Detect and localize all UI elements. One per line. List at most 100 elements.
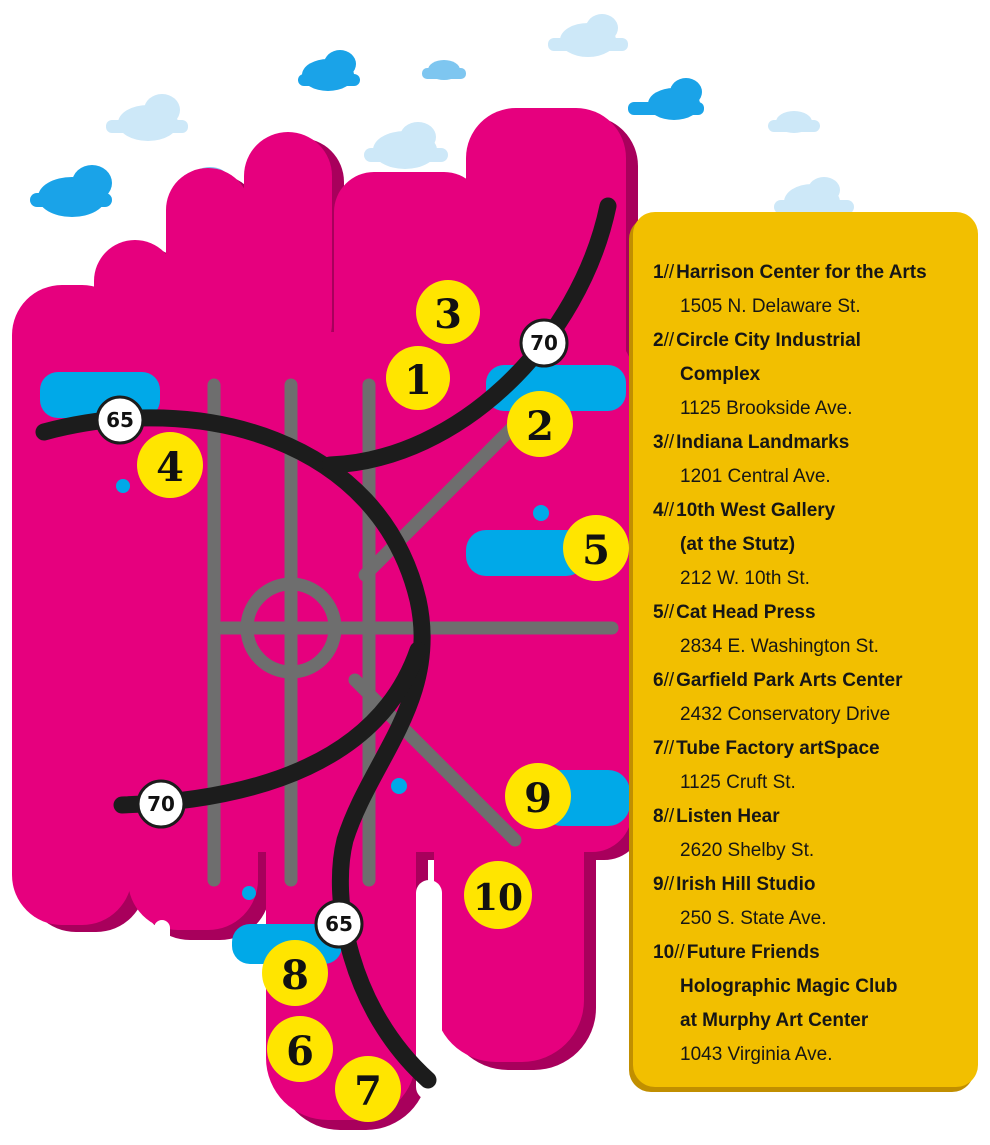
marker-number: 5 bbox=[582, 527, 610, 574]
legend-entry-name: Harrison Center for the Arts bbox=[676, 262, 927, 283]
legend-entry-name: Cat Head Press bbox=[676, 602, 816, 623]
legend-entry-separator: // bbox=[663, 330, 675, 351]
legend-entry[interactable]: 4//10th West Gallery (at the Stutz) 212 W.… bbox=[653, 494, 978, 596]
legend-entry[interactable]: 6//Garfield Park Arts Center 2432 Conserv… bbox=[653, 664, 978, 732]
legend-entry[interactable]: 8//Listen Hear 2620 Shelby St. bbox=[653, 800, 978, 868]
location-marker-6[interactable]: 6 bbox=[267, 1016, 333, 1082]
cloud-icon bbox=[548, 14, 628, 57]
legend-entry-separator: // bbox=[663, 500, 675, 521]
legend-entry-title-cont: Complex bbox=[653, 358, 978, 392]
legend-entry[interactable]: 3//Indiana Landmarks 1201 Central Ave. bbox=[653, 426, 978, 494]
legend-entry-separator: // bbox=[663, 602, 675, 623]
legend-entry-title: 8//Listen Hear bbox=[653, 800, 978, 834]
shield-label: 65 bbox=[106, 408, 134, 432]
legend-entry-address: 250 S. State Ave. bbox=[680, 908, 827, 929]
legend-entry-address: 212 W. 10th St. bbox=[680, 568, 810, 589]
legend-entry-name: Complex bbox=[680, 364, 761, 385]
location-marker-5[interactable]: 5 bbox=[563, 515, 629, 581]
legend-entry-number: 3 bbox=[653, 432, 664, 453]
legend-entry-separator: // bbox=[663, 432, 675, 453]
highway-shield-70-south: 70 bbox=[136, 779, 186, 829]
location-marker-9[interactable]: 9 bbox=[505, 763, 571, 829]
legend-entry-address: 1125 Brookside Ave. bbox=[680, 398, 853, 419]
legend-entry-address: 1125 Cruft St. bbox=[680, 772, 796, 793]
location-marker-8[interactable]: 8 bbox=[262, 940, 328, 1006]
legend-entry-number: 9 bbox=[653, 874, 664, 895]
highway-shield-70-north: 70 bbox=[519, 318, 569, 368]
legend-entry-number: 2 bbox=[653, 330, 664, 351]
cloud-icon bbox=[30, 165, 112, 217]
legend-entry-title: 6//Garfield Park Arts Center bbox=[653, 664, 978, 698]
cloud-icon bbox=[298, 50, 360, 91]
legend-entry[interactable]: 5//Cat Head Press 2834 E. Washington St. bbox=[653, 596, 978, 664]
location-marker-3[interactable]: 3 bbox=[416, 280, 480, 344]
location-marker-10[interactable]: 10 bbox=[464, 861, 532, 929]
legend-entry-address: 2620 Shelby St. bbox=[680, 840, 815, 861]
legend-entry-address: 2432 Conservatory Drive bbox=[680, 704, 891, 725]
legend-entry-number: 7 bbox=[653, 738, 664, 759]
cloud-icon bbox=[106, 94, 188, 141]
legend-entry-separator: // bbox=[663, 738, 675, 759]
legend-entry-separator: // bbox=[663, 874, 675, 895]
location-marker-1[interactable]: 1 bbox=[386, 346, 450, 410]
marker-number: 1 bbox=[404, 357, 432, 404]
cloud-icon bbox=[422, 60, 466, 80]
legend-entry-title: 7//Tube Factory artSpace bbox=[653, 732, 978, 766]
location-marker-4[interactable]: 4 bbox=[137, 432, 203, 498]
marker-number: 10 bbox=[473, 877, 523, 919]
legend-entry-separator: // bbox=[674, 942, 685, 963]
cloud-icon bbox=[774, 177, 854, 220]
legend-entry[interactable]: 9//Irish Hill Studio 250 S. State Ave. bbox=[653, 868, 978, 936]
legend-entry-address: 1043 Virginia Ave. bbox=[680, 1044, 833, 1065]
legend-entry[interactable]: 7//Tube Factory artSpace 1125 Cruft St. bbox=[653, 732, 978, 800]
legend-entry-name: Tube Factory artSpace bbox=[676, 738, 880, 759]
legend-entry-name: Irish Hill Studio bbox=[676, 874, 816, 895]
legend-entry-number: 8 bbox=[653, 806, 664, 827]
legend-entry-name: (at the Stutz) bbox=[680, 534, 796, 555]
legend-entry-title: 9//Irish Hill Studio bbox=[653, 868, 978, 902]
legend-entry-address: 2834 E. Washington St. bbox=[680, 636, 879, 657]
legend-entry-name: Listen Hear bbox=[676, 806, 780, 827]
highway-shield-65-north: 65 bbox=[95, 395, 145, 445]
location-marker-7[interactable]: 7 bbox=[335, 1056, 401, 1122]
legend-entry-address: 1201 Central Ave. bbox=[680, 466, 831, 487]
marker-number: 6 bbox=[286, 1028, 314, 1075]
legend-entry-title: 10//Future Friends bbox=[653, 936, 978, 970]
legend-entry-number: 10 bbox=[653, 942, 675, 963]
land-gaps bbox=[154, 880, 442, 1100]
marker-number: 2 bbox=[526, 403, 554, 450]
legend-entry-name: Future Friends bbox=[686, 942, 820, 963]
cloud-icon bbox=[628, 78, 704, 120]
legend-entry-title: 4//10th West Gallery bbox=[653, 494, 978, 528]
shield-label: 65 bbox=[325, 912, 353, 936]
shield-label: 70 bbox=[147, 792, 175, 816]
legend-entry-name: Indiana Landmarks bbox=[676, 432, 850, 453]
shield-label: 70 bbox=[530, 331, 558, 355]
legend-entry-title-cont: at Murphy Art Center bbox=[653, 1004, 978, 1038]
cloud-icon bbox=[768, 111, 820, 133]
legend-entry-separator: // bbox=[663, 670, 675, 691]
location-marker-2[interactable]: 2 bbox=[507, 391, 573, 457]
legend-entry-number: 6 bbox=[653, 670, 664, 691]
legend-entry-name: Garfield Park Arts Center bbox=[676, 670, 903, 691]
legend-entry-separator: // bbox=[663, 262, 675, 283]
marker-number: 9 bbox=[524, 775, 552, 822]
legend-entry-title-cont: (at the Stutz) bbox=[653, 528, 978, 562]
marker-number: 4 bbox=[156, 444, 184, 491]
legend-entry-name: Holographic Magic Club bbox=[680, 976, 898, 997]
legend-entry-title: 1//Harrison Center for the Arts bbox=[653, 256, 978, 290]
legend-entry-name: 10th West Gallery bbox=[676, 500, 836, 521]
cloud-icon bbox=[364, 122, 448, 169]
legend-entry-title: 5//Cat Head Press bbox=[653, 596, 978, 630]
legend-entry-title-cont: Holographic Magic Club bbox=[653, 970, 978, 1004]
legend-entry-name: Circle City Industrial bbox=[676, 330, 861, 351]
legend-entry-number: 5 bbox=[653, 602, 664, 623]
marker-number: 3 bbox=[434, 291, 462, 338]
marker-number: 8 bbox=[281, 952, 309, 999]
